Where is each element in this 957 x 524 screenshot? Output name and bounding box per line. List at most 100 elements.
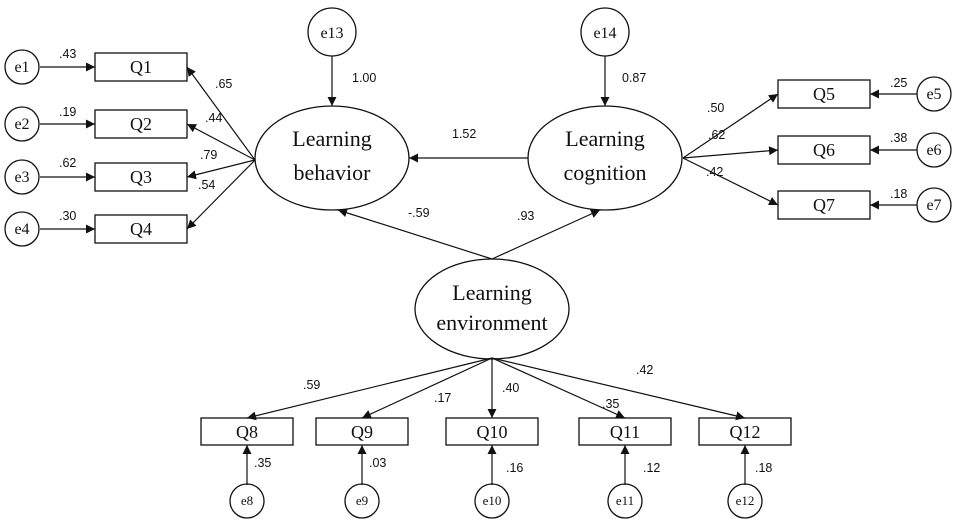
path-behavior-q4 [186, 159, 256, 230]
indicator-q11: Q11 [578, 417, 672, 446]
indicator-q2: Q2 [94, 109, 188, 139]
indicator-q4-label: Q4 [130, 219, 152, 239]
error-e10: e10 [474, 483, 510, 519]
indicator-q11-label: Q11 [610, 422, 640, 442]
error-e8: e8 [229, 483, 265, 519]
coef-e8-q8: .35 [254, 456, 271, 470]
latent-cognition-line2: cognition [563, 160, 646, 185]
indicator-q8-label: Q8 [236, 422, 258, 442]
coef-environment-q10: .40 [502, 381, 519, 395]
coef-cognition-q6: .62 [708, 128, 725, 142]
indicator-q12-label: Q12 [730, 422, 761, 442]
coef-environment-q12: .42 [636, 363, 653, 377]
latent-behavior-line2: behavior [294, 160, 372, 185]
error-e14-label: e14 [593, 25, 616, 42]
error-e13-label: e13 [320, 25, 343, 42]
coef-environment-behavior: -.59 [408, 206, 430, 220]
error-e10-label: e10 [483, 493, 502, 508]
path-cognition-q6 [682, 146, 779, 159]
latent-learning-behavior: Learning behavior [254, 105, 410, 211]
coef-e2-q2: .19 [59, 105, 76, 119]
path-environment-q9 [361, 357, 493, 419]
coef-e12-q12: .18 [755, 461, 772, 475]
coef-behavior-q1: .65 [215, 77, 232, 91]
coef-e4-q4: .30 [59, 209, 76, 223]
indicator-q1: Q1 [94, 52, 188, 82]
coef-e1-q1: .43 [59, 47, 76, 61]
coef-e7-q7: .18 [890, 187, 907, 201]
error-e9: e9 [344, 483, 380, 519]
indicator-q7: Q7 [777, 190, 871, 220]
latent-behavior-line1: Learning [292, 126, 371, 151]
error-e11-label: e11 [616, 493, 634, 508]
error-e6-label: e6 [926, 142, 941, 159]
indicator-q5: Q5 [777, 79, 871, 109]
indicator-q10-label: Q10 [477, 422, 508, 442]
path-environment-q12 [491, 357, 746, 421]
error-e5-label: e5 [926, 86, 941, 103]
error-e14: e14 [580, 7, 630, 57]
indicator-q3: Q3 [94, 162, 188, 192]
error-e7-label: e7 [926, 197, 941, 214]
error-e3: e3 [4, 159, 40, 195]
path-environment-cognition [491, 209, 601, 260]
error-e12: e12 [727, 483, 763, 519]
error-e1: e1 [4, 49, 40, 85]
coef-e11-q11: .12 [643, 461, 660, 475]
error-e4-label: e4 [14, 221, 29, 238]
path-environment-q11 [491, 357, 626, 419]
indicator-q9-label: Q9 [351, 422, 373, 442]
indicator-q8: Q8 [200, 417, 294, 446]
latent-environment-line1: Learning [452, 280, 531, 305]
coef-environment-cognition: .93 [517, 209, 534, 223]
coef-e3-q3: .62 [59, 156, 76, 170]
error-e7: e7 [916, 187, 952, 223]
error-e1-label: e1 [14, 59, 29, 76]
indicator-q6: Q6 [777, 135, 871, 165]
error-e9-label: e9 [356, 493, 368, 508]
path-behavior-q3 [186, 159, 256, 180]
latent-cognition-line1: Learning [565, 126, 644, 151]
indicator-q3-label: Q3 [130, 167, 152, 187]
indicator-q1-label: Q1 [130, 57, 152, 77]
error-e5: e5 [916, 76, 952, 112]
error-e11: e11 [607, 483, 643, 519]
coef-environment-q9: .17 [434, 391, 451, 405]
indicator-q7-label: Q7 [813, 195, 835, 215]
coef-environment-q8: .59 [303, 378, 320, 392]
error-e2-label: e2 [14, 116, 29, 133]
coef-e10-q10: .16 [506, 461, 523, 475]
coef-environment-q11: .35 [602, 397, 619, 411]
indicator-q2-label: Q2 [130, 114, 152, 134]
indicator-q9: Q9 [315, 417, 409, 446]
indicator-q4: Q4 [94, 214, 188, 244]
latent-learning-cognition: Learning cognition [527, 105, 683, 211]
error-e13: e13 [307, 7, 357, 57]
error-e2: e2 [4, 106, 40, 142]
coef-cognition-q7: .42 [706, 165, 723, 179]
error-e3-label: e3 [14, 169, 29, 186]
coef-behavior-q3: .79 [200, 148, 217, 162]
coef-e9-q9: .03 [369, 456, 386, 470]
coef-behavior-q2: .44 [205, 111, 222, 125]
path-behavior-q1 [186, 66, 256, 161]
coef-e5-q5: .25 [890, 76, 907, 90]
path-environment-behavior [337, 208, 493, 260]
coef-e6-q6: .38 [890, 131, 907, 145]
error-e6: e6 [916, 132, 952, 168]
error-e8-label: e8 [241, 493, 253, 508]
coef-e13-behavior: 1.00 [352, 71, 376, 85]
error-e12-label: e12 [736, 493, 755, 508]
coef-cognition-behavior: 1.52 [452, 127, 476, 141]
path-cognition-q5 [682, 93, 779, 159]
latent-environment-line2: environment [436, 310, 547, 335]
indicator-q6-label: Q6 [813, 140, 835, 160]
path-environment-q8 [246, 357, 493, 421]
coef-e14-cognition: 0.87 [622, 71, 646, 85]
path-behavior-q2 [186, 123, 256, 161]
error-e4: e4 [4, 211, 40, 247]
coef-cognition-q5: .50 [707, 101, 724, 115]
indicator-q12: Q12 [698, 417, 792, 446]
coef-behavior-q4: .54 [198, 178, 215, 192]
